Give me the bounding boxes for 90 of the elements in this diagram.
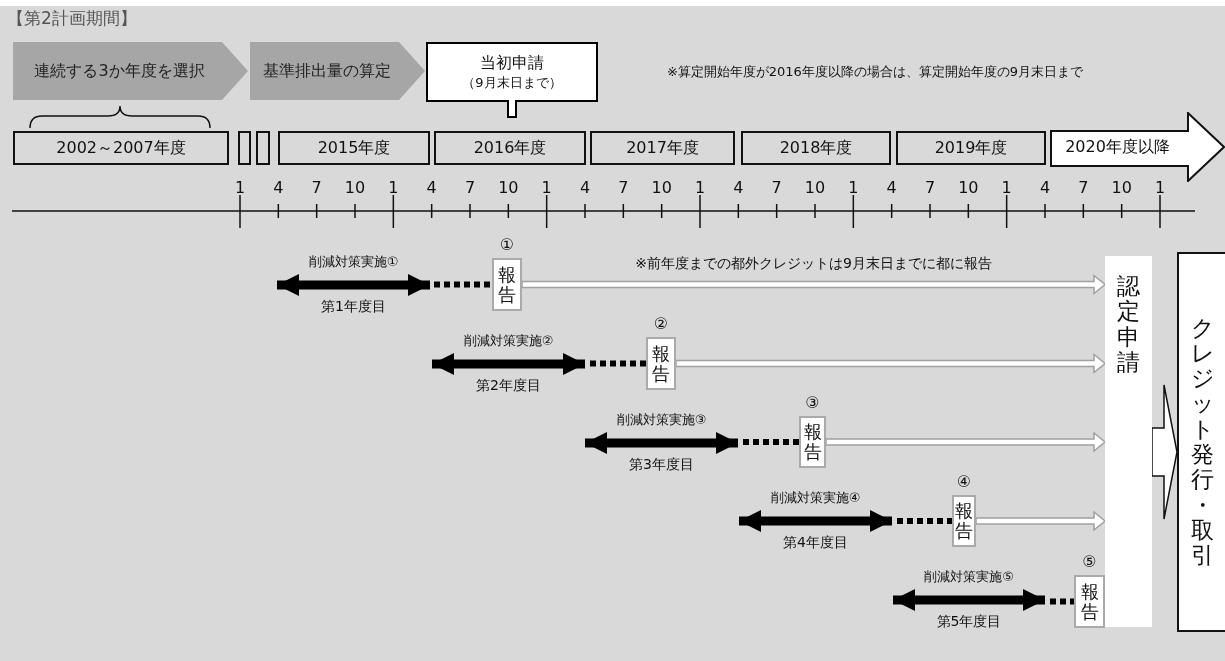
node-label: 報告 [955,501,973,541]
month-label: 1 [1001,177,1012,197]
year-box [741,131,891,165]
node-label: 当初申請 [480,52,544,74]
period-label: 削減対策実施④ [770,489,861,507]
node-label: 2019年度 [934,137,1008,159]
month-label: 4 [273,177,284,197]
report-box [1074,575,1105,628]
node-label: 報告 [1080,581,1099,622]
credit-box [1177,252,1225,632]
month-label: 7 [618,177,629,197]
node-label: 2018年度 [779,137,853,159]
month-label: 4 [426,177,437,197]
note-text: ※算定開始年度が2016年度以降の場合は、算定開始年度の9月末日まで [666,63,1084,81]
node-label: 2017年度 [626,137,699,159]
dotted-connector [743,439,799,445]
month-label: 1 [388,177,399,197]
period-label: 削減対策実施⑤ [924,568,1014,586]
month-label: 7 [311,177,322,197]
hollow-arrow [521,273,1107,296]
node-sublabel: （9月末日まで） [462,73,562,92]
node-label: 報告 [652,343,670,384]
year-count-label: 第3年度目 [629,456,694,474]
month-label: 4 [579,177,591,197]
year-box [896,131,1046,165]
month-label: 7 [771,177,782,197]
month-label: 7 [464,177,476,197]
report-box [646,337,676,390]
node-label: 報告 [803,422,822,462]
chevron-step [13,42,248,100]
title: 【第2計画期間】 [7,6,137,30]
edge-label: ※前年度までの都外クレジットは9月末日までに都に報告 [635,254,992,273]
month-label: 10 [958,177,979,197]
month-label: 10 [1111,177,1132,197]
node-label: 報告 [498,264,516,305]
year-count-label: 第5年度目 [936,613,1002,631]
node-label: 2020年度以降 [1065,136,1170,158]
month-label: 10 [498,177,519,197]
month-label: 1 [694,177,706,197]
circled-number: ③ [805,392,820,412]
circled-number: ① [499,234,515,254]
year-count-label: 第1年度目 [321,298,386,316]
year-box [434,131,586,165]
period-label: 削減対策実施① [308,253,399,271]
month-label: 1 [234,177,246,197]
dotted-connector [897,518,952,524]
month-label: 4 [886,177,897,197]
node-label: 2016年度 [473,137,547,159]
node-label: 2015年度 [317,137,391,159]
month-label: 7 [1078,177,1089,197]
chevron-step [250,42,425,100]
month-label: 1 [848,177,859,197]
month-label: 1 [1154,177,1166,197]
application-band [1105,256,1152,627]
circled-number: ② [653,313,669,333]
node-label: 認定申請 [1117,274,1140,376]
circled-number: ④ [956,471,972,491]
block-arrow [1151,384,1178,520]
month-label: 10 [344,177,366,197]
hollow-arrow [975,510,1107,532]
year-count-label: 第2年度目 [476,377,541,395]
hollow-arrow [825,431,1107,453]
dotted-connector [434,281,492,288]
report-box [492,258,522,311]
period-label: 削減対策実施② [463,332,554,350]
node-label: クレジット発行・取引 [1190,315,1214,569]
callout-box [426,42,598,118]
month-label: 10 [651,177,672,197]
node-label: 2002～2007年度 [56,137,186,159]
period-label: 削減対策実施③ [616,411,707,429]
report-box [799,416,826,468]
year-box [590,131,735,165]
dotted-connector [1050,598,1074,605]
month-label: 10 [804,177,826,197]
dotted-connector [590,360,646,367]
node-label: 連続する3か年度を選択 [34,60,205,82]
report-box [952,495,976,547]
year-box [278,131,430,165]
year-box [13,131,229,165]
month-label: 7 [924,177,936,197]
hollow-arrow [675,352,1107,375]
month-label: 1 [541,177,552,197]
month-label: 4 [733,177,744,197]
month-label: 4 [1039,177,1051,197]
year-box [238,131,251,165]
year-arrow [1050,112,1225,182]
year-count-label: 第4年度目 [783,534,848,552]
circled-number: ⑤ [1082,551,1097,571]
node-label: 基準排出量の算定 [262,60,391,82]
year-box [256,131,270,165]
